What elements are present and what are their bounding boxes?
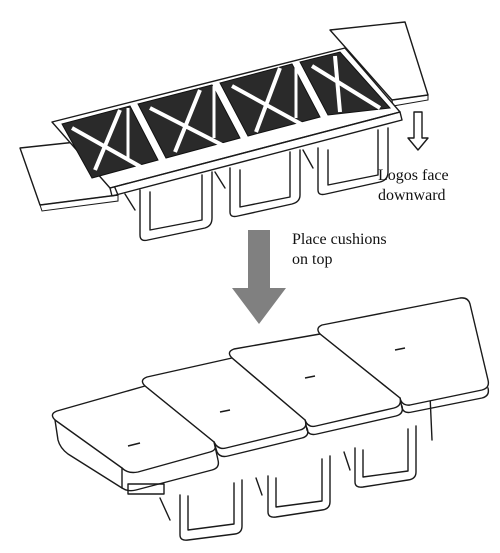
frame-legs (124, 127, 389, 242)
bed-frame-upside (19, 21, 429, 242)
logos-label-line-1: Logos face (378, 167, 449, 184)
cushion-4 (317, 297, 490, 414)
cushion-2 (141, 357, 309, 458)
logos-face-downward-label: Logos face downward (378, 166, 449, 206)
cushion-label-line-2: on top (292, 251, 333, 268)
cushion-1 (51, 385, 220, 492)
down-arrow-outline-icon (407, 111, 429, 151)
bed-with-cushions (51, 297, 490, 541)
frame-panels (61, 51, 392, 179)
cushion-label-line-1: Place cushions (292, 231, 387, 248)
place-cushions-label: Place cushions on top (292, 230, 387, 270)
bed-legs (127, 394, 433, 541)
down-arrow-icon (232, 230, 286, 324)
logos-label-line-2: downward (378, 187, 446, 204)
